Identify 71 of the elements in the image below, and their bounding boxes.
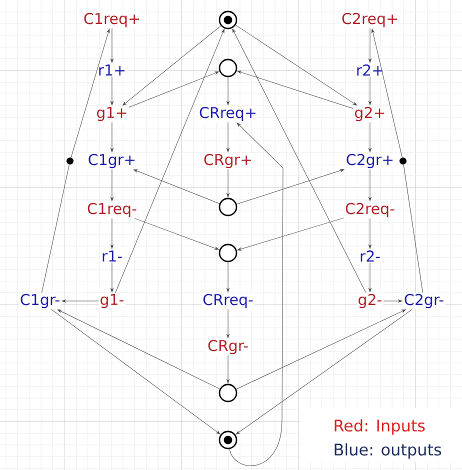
output-transition: C1gr- [18,292,62,310]
arrow [115,28,224,294]
token-dot [400,158,406,164]
arrow [237,70,354,109]
arrow [368,218,372,249]
arrow [57,309,220,390]
arrow [226,262,230,292]
arrow [110,122,114,152]
node-label: r1- [102,250,122,262]
place-circle [218,198,238,216]
arrow [368,169,372,202]
input-transition: g1- [98,292,126,310]
arrow [236,309,413,434]
arrow [368,262,372,292]
arrow [368,76,372,106]
input-transition: C2req+ [340,12,400,28]
token-dot [66,158,74,164]
place-circle [218,58,238,78]
arrow [226,309,230,338]
arrow [232,28,366,293]
input-transition: g1+ [95,106,129,122]
arrow [371,28,402,158]
output-transition: C2gr- [402,292,446,310]
output-transition: C2gr+ [344,152,396,170]
arrow [51,309,220,434]
arrow [134,218,219,250]
arrow [368,122,372,152]
output-transition: CRreq+ [198,106,258,122]
input-transition: g2- [356,292,384,310]
output-transition: r1- [100,250,124,262]
arrow [236,309,406,390]
arrow [110,76,114,106]
output-transition: C1gr+ [86,152,138,170]
arrow [122,26,222,106]
input-transition: g2+ [353,106,387,122]
node-label: CRgr+ [204,154,251,168]
output-transition: CRreq- [202,292,254,310]
arrow [110,262,114,292]
arrow [110,218,114,249]
input-transition: CRgr+ [202,152,254,170]
legend-text: Blue: outputs [334,443,442,459]
arrow [133,169,220,204]
input-transition: CRgr- [206,338,250,356]
place-circle [218,384,238,402]
node-label: r1+ [99,64,125,76]
place-circle [218,244,238,262]
arrow [110,169,114,202]
arrow [70,28,110,158]
node-label: CRreq+ [200,106,256,122]
input-transition: C1req- [86,202,138,218]
arrow [368,28,372,63]
node-label: r2- [360,250,380,262]
arrow [229,122,284,466]
arrow [62,300,99,302]
marked-place [218,430,238,450]
arrow [237,218,344,251]
legend-text: Red: Inputs [334,419,425,435]
arrow [235,24,358,106]
node-label: r2+ [357,64,383,76]
arrow [226,169,230,198]
arrow [383,300,402,302]
output-transition: r1+ [96,64,128,76]
arrow [226,355,230,384]
arrow [128,71,219,108]
arrow [226,122,230,152]
marked-place [218,10,238,30]
input-transition: C2req- [344,202,396,218]
arrow [226,76,230,106]
input-transition: C1req+ [82,12,142,28]
arrow [236,169,344,204]
arrow [110,28,114,63]
